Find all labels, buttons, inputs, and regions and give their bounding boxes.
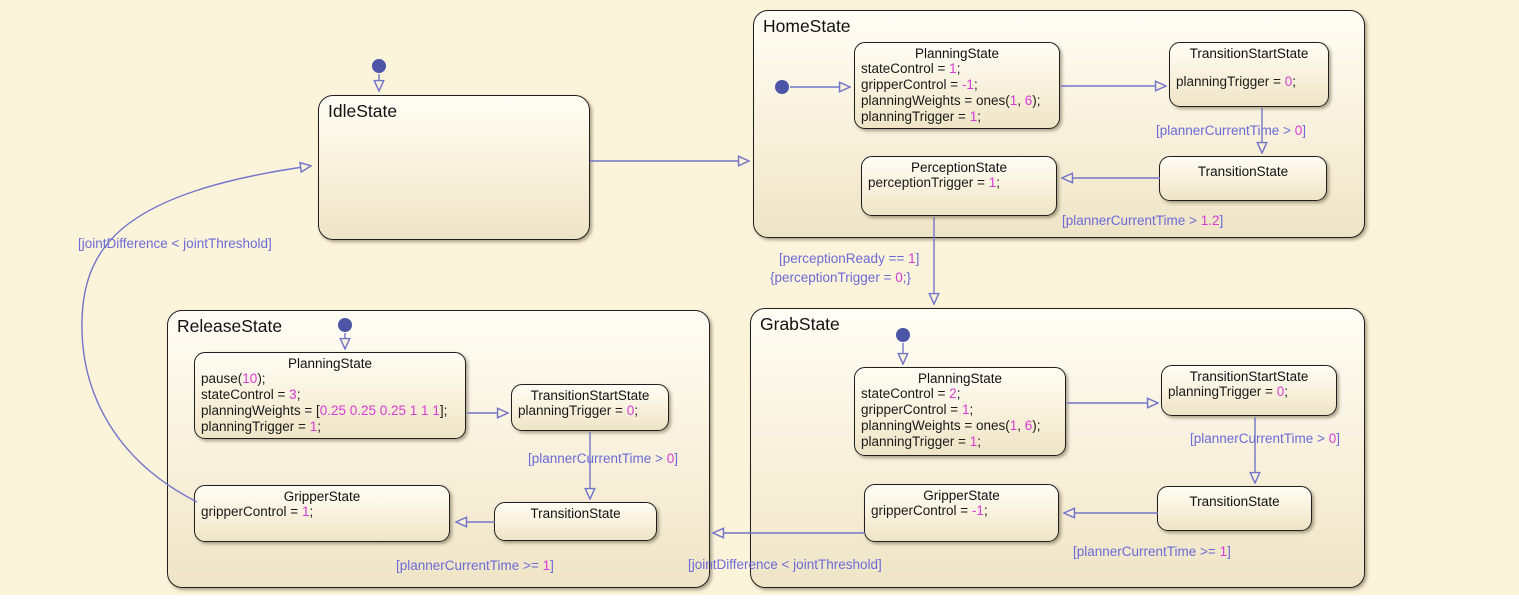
state-title-homestate: HomeState: [763, 16, 851, 36]
substate-actions: gripperControl = 1;: [201, 504, 314, 519]
substate-actions: planningTrigger = 0;: [1168, 384, 1288, 399]
transition-label-home-planner-gt0[interactable]: [plannerCurrentTime > 0]: [1156, 123, 1306, 138]
substate-title: TransitionStartState: [1189, 46, 1309, 61]
grab-transition-start-state[interactable]: TransitionStartState planningTrigger = 0…: [1161, 365, 1337, 416]
grab-gripper-state[interactable]: GripperState gripperControl = -1;: [864, 484, 1059, 542]
state-idlestate[interactable]: IdleState: [318, 95, 590, 240]
substate-title: GripperState: [283, 489, 361, 504]
state-title-releasestate: ReleaseState: [177, 316, 283, 336]
substate-actions: stateControl = 2;gripperControl = 1;plan…: [861, 386, 1041, 449]
substate-actions: pause(10);stateControl = 3;planningWeigh…: [201, 371, 448, 434]
substate-title: PerceptionState: [910, 160, 1008, 175]
initial-dot-chart[interactable]: [372, 59, 386, 73]
transition-label-perception-ready[interactable]: [perceptionReady == 1]: [779, 251, 920, 266]
substate-actions: stateControl = 1;gripperControl = -1;pla…: [861, 61, 1041, 124]
substate-title: TransitionState: [1189, 494, 1280, 509]
release-gripper-state[interactable]: GripperState gripperControl = 1;: [194, 485, 450, 542]
home-transition-start-state[interactable]: TransitionStartState planningTrigger = 0…: [1169, 42, 1329, 107]
home-transition-state[interactable]: TransitionState: [1159, 156, 1327, 201]
substate-title: GripperState: [923, 488, 1000, 503]
substate-actions: planningTrigger = 0;: [518, 403, 638, 418]
state-grabstate[interactable]: GrabState PlanningState stateControl = 2…: [750, 308, 1365, 588]
transition-label-release-planner-gt0[interactable]: [plannerCurrentTime > 0]: [528, 451, 678, 466]
transition-label-joint-difference-curve[interactable]: [jointDifference < jointThreshold]: [78, 236, 272, 251]
home-planning-state[interactable]: PlanningState stateControl = 1;gripperCo…: [854, 42, 1060, 129]
substate-title: TransitionState: [1197, 164, 1289, 179]
state-title-idlestate: IdleState: [328, 101, 398, 121]
state-homestate[interactable]: HomeState PlanningState stateControl = 1…: [753, 10, 1365, 238]
transition-label-joint-difference-mid[interactable]: [jointDifference < jointThreshold]: [688, 557, 882, 572]
substate-title: TransitionStartState: [1189, 369, 1309, 384]
substate-actions: planningTrigger = 0;: [1176, 74, 1296, 89]
release-transition-state[interactable]: TransitionState: [494, 502, 657, 541]
transition-label-perception-trigger[interactable]: {perceptionTrigger = 0;}: [770, 270, 911, 285]
grab-transition-state[interactable]: TransitionState: [1157, 486, 1312, 531]
transition-label-release-planner-ge1[interactable]: [plannerCurrentTime >= 1]: [396, 558, 554, 573]
substate-title: TransitionState: [530, 506, 621, 521]
grab-planning-state[interactable]: PlanningState stateControl = 2;gripperCo…: [854, 367, 1066, 456]
substate-title: TransitionStartState: [530, 388, 650, 403]
state-releasestate[interactable]: ReleaseState PlanningState pause(10);sta…: [167, 310, 710, 588]
transition-label-grab-planner-gt0[interactable]: [plannerCurrentTime > 0]: [1190, 431, 1340, 446]
substate-title: PlanningState: [287, 356, 373, 371]
substate-actions: gripperControl = -1;: [871, 503, 988, 518]
release-planning-state[interactable]: PlanningState pause(10);stateControl = 3…: [194, 352, 466, 439]
home-perception-state[interactable]: PerceptionState perceptionTrigger = 1;: [861, 156, 1057, 216]
substate-title: PlanningState: [914, 46, 1000, 61]
canvas-bottom-edge: [0, 595, 1519, 601]
transition-label-home-planner-gt1-2[interactable]: [plannerCurrentTime > 1.2]: [1062, 213, 1224, 228]
transition-label-grab-planner-ge1[interactable]: [plannerCurrentTime >= 1]: [1073, 544, 1231, 559]
substate-title: PlanningState: [917, 371, 1003, 386]
substate-actions: perceptionTrigger = 1;: [868, 175, 1000, 190]
release-transition-start-state[interactable]: TransitionStartState planningTrigger = 0…: [511, 384, 669, 431]
state-title-grabstate: GrabState: [760, 314, 840, 334]
